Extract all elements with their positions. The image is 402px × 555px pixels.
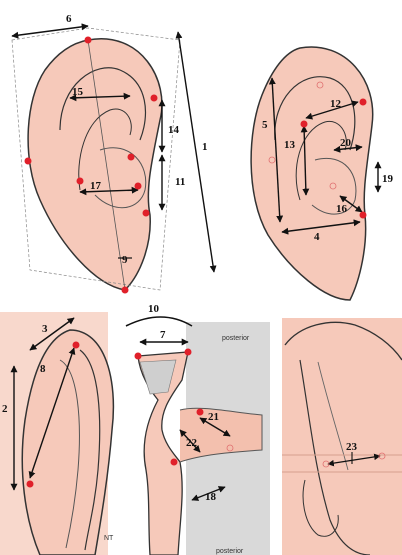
landmark-dot [77,178,84,185]
landmark-dot [85,37,92,44]
landmark-dot [25,158,32,165]
landmark-dot [122,287,129,294]
landmark-dot [151,95,158,102]
measure-1-line [178,32,214,272]
label-1: 1 [202,141,208,153]
panel-lateral-ear-1: 6 1 15 14 11 17 9 [12,13,214,294]
measure-10-arc [126,317,192,326]
label-5: 5 [262,119,268,131]
label-23: 23 [346,441,358,453]
landmark-dot [360,99,367,106]
landmark-dot [301,121,308,128]
landmark-dot [135,353,142,360]
label-11: 11 [175,176,185,188]
label-3: 3 [42,323,48,335]
label-8: 8 [40,363,46,375]
caption-posterior-top: posterior [222,335,250,342]
landmark-dot [27,481,34,488]
label-6: 6 [66,13,72,25]
panel-ear-closeup: 23 [282,318,402,555]
label-17: 17 [90,180,102,192]
measure-6-line [12,26,88,36]
label-2: 2 [2,403,8,415]
landmark-dot [171,459,178,466]
label-22: 22 [186,437,198,449]
panel-ear-posterior: posterior posterior 10 7 21 22 18 [126,303,270,555]
caption-posterior-bottom: posterior [216,548,244,555]
label-4: 4 [314,231,320,243]
panel-ear-front: 3 8 2 NT [0,312,114,555]
landmark-dot [360,212,367,219]
label-15: 15 [72,86,84,98]
label-9: 9 [122,254,128,266]
label-20: 20 [340,137,352,149]
label-16: 16 [336,203,348,215]
label-13: 13 [284,139,296,151]
landmark-dot [197,409,204,416]
landmark-dot [185,349,192,356]
label-14: 14 [168,124,180,136]
ear-outline-2 [251,47,373,300]
ear-outline-1 [28,39,162,290]
label-7: 7 [160,329,166,341]
landmark-dot [128,154,135,161]
landmark-dot [73,342,80,349]
label-10: 10 [148,303,160,315]
label-18: 18 [205,491,217,503]
caption-nt: NT [104,535,114,542]
label-19: 19 [382,173,394,185]
landmark-dot [143,210,150,217]
label-21: 21 [208,411,219,423]
skin-bg-5 [282,318,402,555]
landmark-dot [135,183,142,190]
panel-lateral-ear-2: 5 12 13 20 19 16 4 [251,47,393,300]
label-12: 12 [330,98,342,110]
